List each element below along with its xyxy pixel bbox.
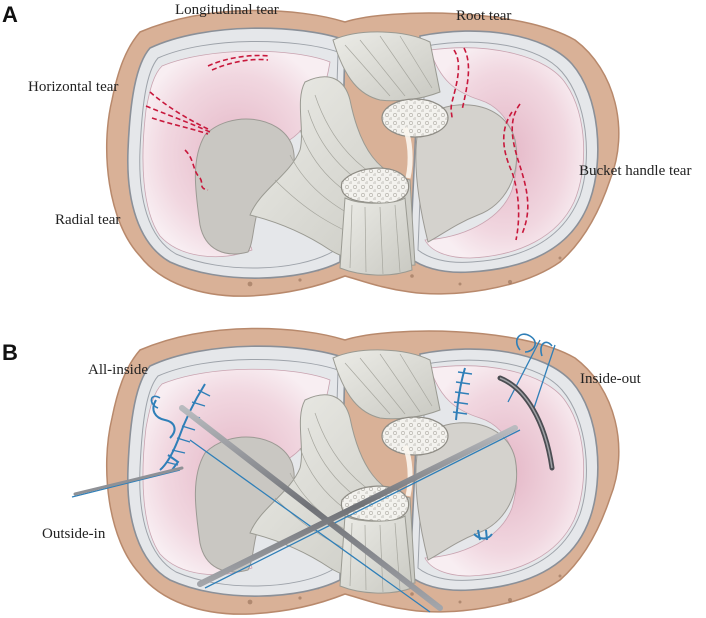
root-tear-label: Root tear: [456, 8, 511, 24]
all-inside-needle: [179, 405, 443, 611]
tear-markings: [145, 47, 529, 241]
panel-b: B All-inside Inside-out Outside-in: [2, 328, 642, 614]
all-inside-stitch: [159, 383, 206, 471]
longitudinal-tear-label: Longitudinal tear: [175, 2, 279, 18]
outside-in-needle: [73, 466, 184, 496]
inside-out-needle: [197, 425, 518, 587]
longitudinal-tear-mark: [207, 54, 271, 67]
root-tear-mark: [450, 49, 460, 119]
horizontal-tear-label: Horizontal tear: [28, 79, 118, 95]
radial-tear-mark: [184, 149, 209, 191]
suture-stitches: [71, 339, 556, 613]
bucket-handle-tear-mark: [511, 103, 529, 235]
panel-b-letter: B: [2, 340, 18, 365]
horizontal-tear-mark: [149, 91, 211, 131]
outside-in-label: Outside-in: [42, 526, 106, 542]
panel-a: A Longitudinal tear Root tear Horizontal…: [2, 2, 691, 296]
inside-out-label: Inside-out: [580, 371, 642, 387]
all-inside-label: All-inside: [88, 362, 148, 378]
surgical-needles: [73, 333, 555, 611]
bucket-handle-tear-label: Bucket handle tear: [579, 163, 691, 179]
panel-a-letter: A: [2, 2, 18, 27]
radial-tear-label: Radial tear: [55, 212, 120, 228]
